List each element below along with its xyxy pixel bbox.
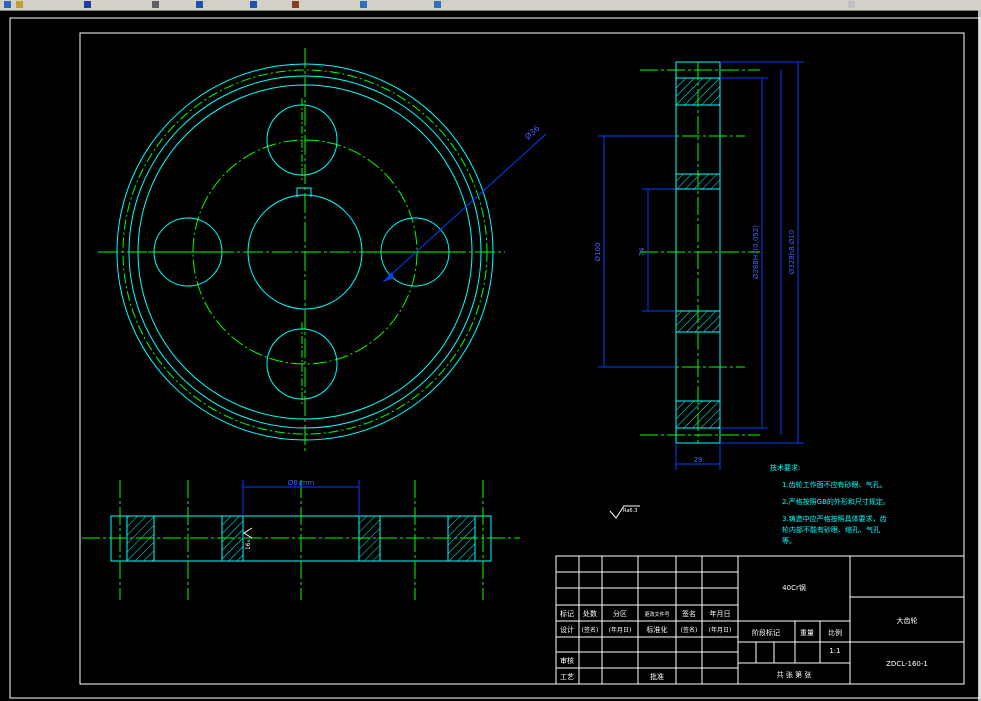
- pan-icon[interactable]: [292, 1, 299, 8]
- roughness-value: Ra6.3: [623, 508, 637, 514]
- properties-icon[interactable]: [434, 1, 441, 8]
- dim-d3: Ø288H7(0,052): [752, 225, 760, 279]
- tb-part-name: 大齿轮: [897, 616, 918, 625]
- dim-keyway: 16₀: [245, 539, 252, 550]
- dim-d2: 74: [638, 247, 646, 256]
- title-block: [555, 555, 965, 685]
- cad-toolbar: [0, 0, 981, 11]
- tb-design: 设计: [560, 625, 574, 634]
- tb-zone: 分区: [613, 609, 627, 618]
- tb-stage-label: 阶段标记: [752, 628, 780, 637]
- print-icon[interactable]: [152, 1, 159, 8]
- dim-d1: Ø100: [594, 243, 602, 262]
- tb-sheets: 共 张 第 张: [777, 670, 812, 679]
- tech-title: 技术要求:: [770, 463, 800, 472]
- save-icon[interactable]: [84, 1, 91, 8]
- tech-requirements: 技术要求: 1.齿轮工作面不应有砂眼、气孔。 2.严格按照GB的外形和尺寸规定。…: [770, 463, 890, 545]
- tech-req-1: 1.齿轮工作面不应有砂眼、气孔。: [782, 480, 887, 489]
- tb-std: 标准化: [647, 625, 668, 634]
- layer-icon[interactable]: [848, 1, 855, 8]
- tech-req-2: 2.严格按照GB的外形和尺寸规定。: [782, 497, 890, 506]
- tb-scale-label: 比例: [828, 628, 842, 637]
- tb-material: 40Cr钢: [782, 583, 806, 592]
- tb-process: 工艺: [560, 673, 574, 681]
- dim-outer-dia: Ø36: [523, 123, 542, 141]
- tb-weight-label: 重量: [800, 629, 814, 637]
- tb-date: 年月日: [710, 609, 731, 618]
- undo-icon[interactable]: [196, 1, 203, 8]
- tb-review: 审核: [560, 656, 574, 665]
- tb-sign: 签名: [682, 609, 696, 618]
- tb-count: 处数: [583, 609, 597, 618]
- zoom-icon[interactable]: [360, 1, 367, 8]
- new-icon[interactable]: [4, 1, 11, 8]
- tech-req-3b: 轮内部不能有砂眼、缩孔、气孔: [782, 525, 880, 534]
- tb-code: ZDCL-160-1: [886, 660, 928, 668]
- side-section-view: [598, 61, 804, 470]
- tb-sign2: (签名): [582, 626, 599, 634]
- tb-date2: (年月日): [609, 626, 632, 634]
- tb-doc: 更改文件号: [644, 611, 669, 618]
- tb-scale: 1:1: [829, 647, 840, 655]
- dim-width: 29: [694, 456, 703, 464]
- keyway: [296, 187, 312, 197]
- tb-mark: 标记: [560, 609, 574, 618]
- tb-approve: 批准: [650, 672, 664, 681]
- tech-req-3c: 等。: [782, 536, 796, 545]
- inner-frame: [79, 32, 965, 685]
- front-view: [98, 48, 547, 454]
- dim-bore-width: Ø8₃mm: [288, 479, 315, 487]
- top-section-view: [82, 480, 520, 600]
- tech-req-3a: 3.铸造中应严格按照具体要求，齿: [782, 514, 887, 523]
- outer-frame: [9, 17, 981, 699]
- tb-date3: (年月日): [709, 626, 732, 634]
- redo-icon[interactable]: [250, 1, 257, 8]
- diameter-leader: [382, 133, 547, 283]
- open-icon[interactable]: [16, 1, 23, 8]
- tb-sign3: (签名): [681, 626, 698, 634]
- dim-d4: Ø328h8 Ø10: [788, 230, 796, 274]
- roughness-symbol: [609, 505, 640, 519]
